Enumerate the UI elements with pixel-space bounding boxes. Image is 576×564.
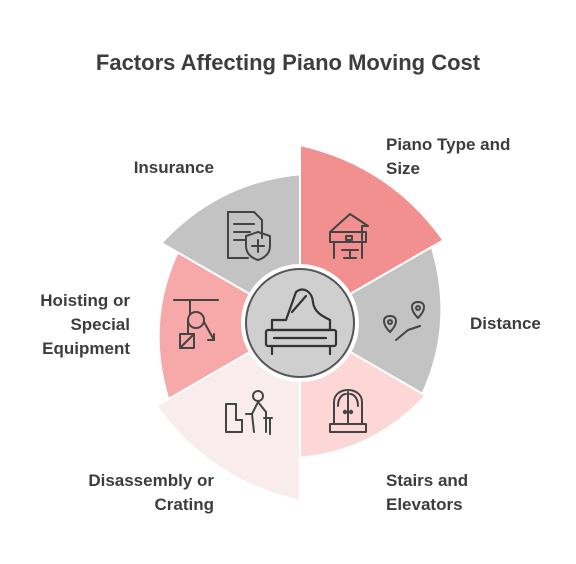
label-disassembly: Disassembly or Crating [88,471,214,514]
center-circle [245,268,355,378]
label-piano-type: Piano Type and Size [386,135,511,178]
pulley-hoist-icon [173,299,219,349]
label-stairs: Stairs and Elevators [386,471,469,514]
label-distance: Distance [470,314,541,333]
arched-doors-elevator-icon [329,389,367,433]
grand-piano-icon [264,288,338,356]
diagram-title: Factors Affecting Piano Moving Cost [95,50,481,75]
map-pin-route-icon [383,301,425,341]
segment-insurance [299,143,445,296]
label-hoisting: Hoisting or Special Equipment [40,291,130,358]
insurance-document-shield-icon [227,211,271,261]
person-crating-icon [225,390,273,435]
segment-stairs [155,350,301,503]
grand-piano-with-bench-icon [329,213,369,259]
label-insurance: Insurance [133,158,214,177]
